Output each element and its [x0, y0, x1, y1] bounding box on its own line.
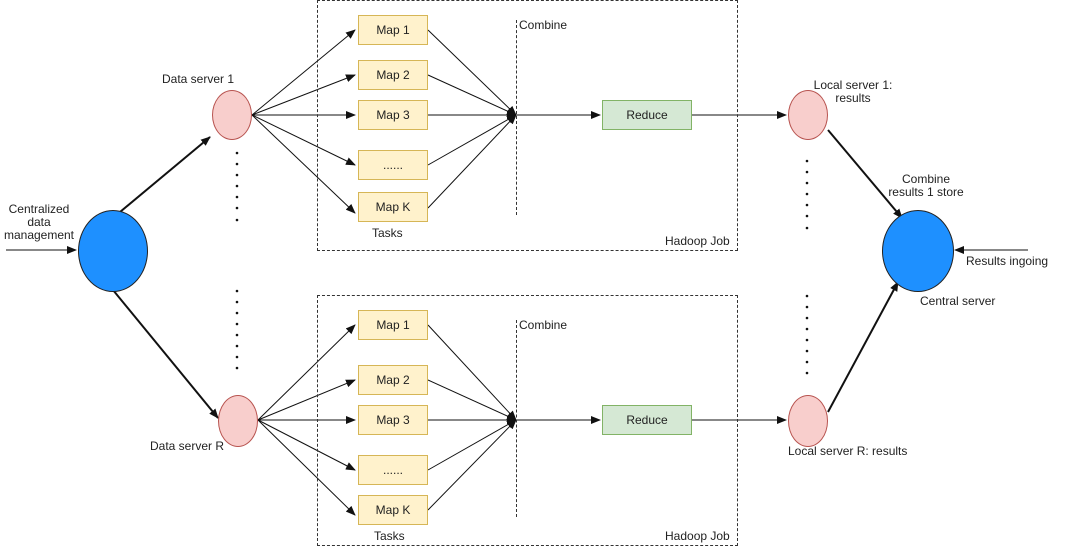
arrow-local1-central	[827, 129, 903, 219]
arrow-ds1-mapk	[251, 114, 356, 214]
hadoop-job-label-top: Hadoop Job	[665, 234, 730, 248]
hadoop-job-frame-bottom	[317, 295, 738, 546]
reduce-box-top: Reduce	[602, 100, 692, 130]
map-box-top-3: Map 3	[358, 100, 428, 130]
arrow-b-map4-combine	[427, 419, 517, 471]
map-box-top-4: ......	[358, 150, 428, 180]
arrow-to-data-server-r	[112, 289, 219, 419]
central-server-node	[882, 210, 954, 292]
arrow-dsr-map1	[257, 324, 356, 421]
arrow-b-map2-combine	[427, 379, 517, 421]
arrow-ds1-map1	[251, 29, 356, 116]
hadoop-job-label-bottom: Hadoop Job	[665, 529, 730, 543]
local-server-1-label: Local server 1: results	[813, 78, 893, 105]
data-server-1-label: Data server 1	[162, 72, 235, 86]
ellipsis-dots-top-right	[805, 159, 809, 230]
arrow-ds1-map2	[251, 74, 356, 116]
map-box-bottom-3: Map 3	[358, 405, 428, 435]
arrow-ds1-map4	[251, 114, 356, 166]
map-box-bottom-2: Map 2	[358, 365, 428, 395]
combine-label-top: Combine	[519, 18, 568, 32]
combine-line-top	[516, 20, 517, 215]
map-box-top-k: Map K	[358, 192, 428, 222]
ellipsis-dots-bottom-right	[805, 294, 809, 375]
arrow-dsr-map2	[257, 379, 356, 421]
arrow-map4-combine	[427, 114, 517, 166]
combine-results-store-label: Combine results 1 store	[888, 172, 964, 199]
central-server-label: Central server	[920, 294, 996, 308]
ellipsis-dots-top-left	[235, 151, 239, 222]
map-box-bottom-k: Map K	[358, 495, 428, 525]
combine-label-bottom: Combine	[519, 318, 568, 332]
ellipsis-dots-bottom-left	[235, 289, 239, 370]
map-box-bottom-1: Map 1	[358, 310, 428, 340]
arrow-to-data-server-1	[119, 136, 211, 213]
arrow-map2-combine	[427, 74, 517, 116]
arrow-b-mapk-combine	[427, 419, 517, 511]
local-server-r-node	[788, 395, 828, 447]
results-ingoing-label: Results ingoing	[966, 254, 1049, 268]
map-box-bottom-4: ......	[358, 455, 428, 485]
centralized-data-node	[78, 210, 148, 292]
data-server-1-node	[212, 90, 252, 140]
arrow-map1-combine	[427, 29, 517, 116]
centralized-data-label: Centralized data management	[3, 202, 75, 242]
local-server-r-label: Local server R: results	[788, 444, 908, 458]
arrow-dsr-mapk	[257, 419, 356, 516]
arrow-dsr-map4	[257, 419, 356, 471]
tasks-label-bottom: Tasks	[374, 529, 405, 543]
map-box-top-1: Map 1	[358, 15, 428, 45]
combine-line-bottom	[516, 320, 517, 517]
data-server-r-node	[218, 395, 258, 447]
arrow-mapk-combine	[427, 114, 517, 209]
tasks-label-top: Tasks	[372, 226, 403, 240]
local-server-1-node	[788, 90, 828, 140]
data-server-r-label: Data server R	[150, 439, 225, 453]
arrow-b-map1-combine	[427, 324, 517, 421]
hadoop-job-frame-top	[317, 0, 738, 251]
arrow-localr-central	[827, 281, 899, 413]
map-box-top-2: Map 2	[358, 60, 428, 90]
reduce-box-bottom: Reduce	[602, 405, 692, 435]
